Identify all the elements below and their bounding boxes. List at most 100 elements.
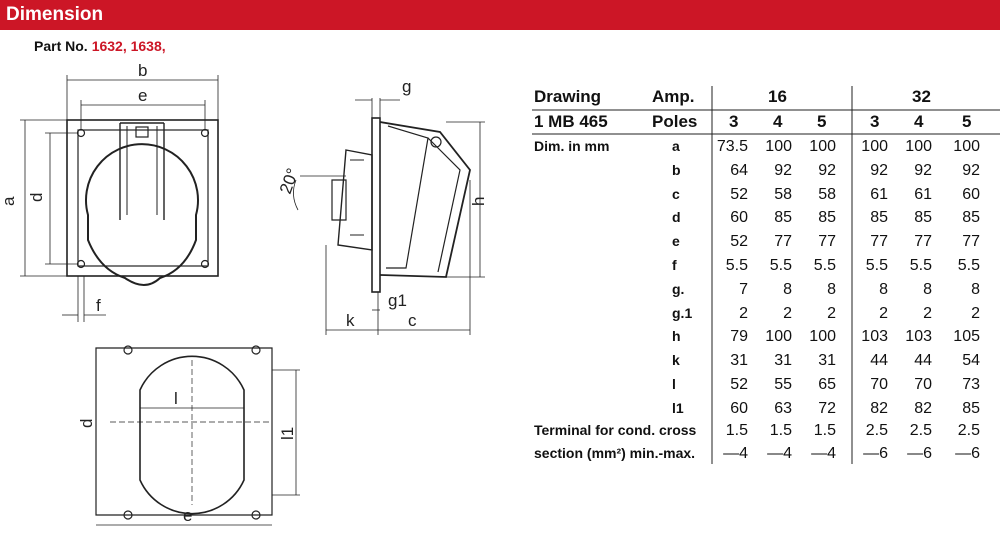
table-cell: 5.5 xyxy=(909,257,932,274)
table-cell: 5.5 xyxy=(725,257,748,274)
table-cell: 77 xyxy=(870,233,888,251)
table-cell: 70 xyxy=(914,376,932,393)
table-cell: 100 xyxy=(953,138,980,155)
terminal-cell: —6 xyxy=(863,445,888,462)
table-cell: 2 xyxy=(783,304,792,322)
table-row-label: h xyxy=(672,328,681,345)
dim-label-e-cutout: e xyxy=(183,506,192,525)
table-cell: 61 xyxy=(914,185,932,203)
table-cell: 77 xyxy=(818,233,836,251)
terminal-cell: —4 xyxy=(723,445,748,462)
terminal-label-1: Terminal for cond. cross xyxy=(534,422,697,438)
table-cell: 52 xyxy=(730,233,748,251)
terminal-cell: —4 xyxy=(811,445,836,462)
part-number-value: 1632, 1638, xyxy=(91,38,166,54)
terminal-cell: 2.5 xyxy=(865,422,888,439)
terminal-cell: —6 xyxy=(955,445,980,462)
table-cell: 100 xyxy=(861,138,888,155)
table-cell: 52 xyxy=(730,376,748,393)
table-row-label: l xyxy=(672,376,676,392)
table-pole: 4 xyxy=(773,112,783,131)
table-row-label: g. xyxy=(672,280,685,297)
table-pole: 3 xyxy=(729,112,739,131)
table-cell: 5.5 xyxy=(769,257,792,274)
table-poles-label: Poles xyxy=(652,112,698,131)
table-row-label: b xyxy=(672,161,681,178)
table-cell: 85 xyxy=(774,209,792,227)
table-pole: 5 xyxy=(817,112,827,131)
table-drawing-label: Drawing xyxy=(534,87,602,106)
terminal-label-2: section (mm²) min.-max. xyxy=(534,445,696,461)
front-view xyxy=(20,75,219,322)
dim-label-g: g xyxy=(402,77,411,96)
dim-label-h: h xyxy=(469,197,488,206)
table-cell: 55 xyxy=(774,376,792,393)
table-cell: 60 xyxy=(962,185,980,203)
table-amp-label: Amp. xyxy=(652,87,695,106)
table-cell: 79 xyxy=(730,328,748,346)
table-cell: 85 xyxy=(870,209,888,227)
table-drawing-id: 1 MB 465 xyxy=(534,112,608,131)
table-cell: 85 xyxy=(818,209,836,227)
table-cell: 73 xyxy=(962,376,980,393)
table-pole: 4 xyxy=(914,112,924,131)
table-row-label: g.1 xyxy=(672,304,693,321)
table-cell: 7 xyxy=(739,280,748,298)
table-cell: 92 xyxy=(774,161,792,179)
table-cell: 103 xyxy=(905,328,932,346)
side-housing xyxy=(379,121,471,278)
terminal-block xyxy=(337,149,373,251)
table-row-label: a xyxy=(672,138,680,154)
table-cell: 85 xyxy=(962,209,980,227)
table-amp-16: 16 xyxy=(768,87,787,106)
dim-label-l: l xyxy=(174,389,178,408)
table-cell: 65 xyxy=(818,376,836,393)
dim-label-angle: 20° xyxy=(276,166,303,197)
socket-lid xyxy=(119,122,165,220)
dim-label-c: c xyxy=(408,311,417,330)
table-cell: 2 xyxy=(923,304,932,322)
dim-label-l1: l1 xyxy=(278,427,297,440)
table-cell: 103 xyxy=(861,328,888,346)
table-cell: 2 xyxy=(827,304,836,322)
table-cell: 82 xyxy=(870,399,888,417)
table-cell: 2 xyxy=(971,304,980,322)
screw-hole xyxy=(200,259,210,269)
table-row-label: e xyxy=(672,233,680,250)
table-dim-label: Dim. in mm xyxy=(534,138,610,154)
table-cell: 8 xyxy=(879,280,888,298)
front-plate-inner xyxy=(77,129,209,267)
table-cell: 52 xyxy=(730,185,748,203)
table-cell: 100 xyxy=(809,138,836,155)
table-cell: 70 xyxy=(870,376,888,393)
table-cell: 2 xyxy=(879,304,888,322)
table-cell: 5.5 xyxy=(813,257,836,274)
table-cell: 44 xyxy=(914,352,932,370)
table-cell: 58 xyxy=(818,185,836,203)
front-plate-outer xyxy=(66,119,219,277)
dim-label-g1: g1 xyxy=(388,291,407,310)
dim-label-d: d xyxy=(27,193,46,202)
section-title: Dimension xyxy=(6,4,104,25)
table-cell: 5.5 xyxy=(865,257,888,274)
terminal-cell: —4 xyxy=(767,445,792,462)
table-cell: 100 xyxy=(905,138,932,155)
dim-label-e: e xyxy=(138,86,147,105)
table-cell: 77 xyxy=(774,233,792,251)
terminal-cell: 1.5 xyxy=(769,422,792,439)
terminal-cell: 2.5 xyxy=(957,422,980,439)
table-cell: 5.5 xyxy=(957,257,980,274)
cutout-view xyxy=(95,345,300,526)
table-cell: 58 xyxy=(774,185,792,203)
table-cell: 8 xyxy=(827,280,836,298)
table-cell: 92 xyxy=(818,161,836,179)
dim-label-f: f xyxy=(96,296,101,315)
side-plate xyxy=(371,117,381,293)
dim-label-k: k xyxy=(346,311,355,330)
socket-body xyxy=(85,143,199,286)
table-row-label: k xyxy=(672,352,680,369)
table-cell: 92 xyxy=(962,161,980,179)
terminal-cell: 1.5 xyxy=(725,422,748,439)
dim-label-b: b xyxy=(138,61,147,80)
cutout-hole xyxy=(139,355,245,515)
